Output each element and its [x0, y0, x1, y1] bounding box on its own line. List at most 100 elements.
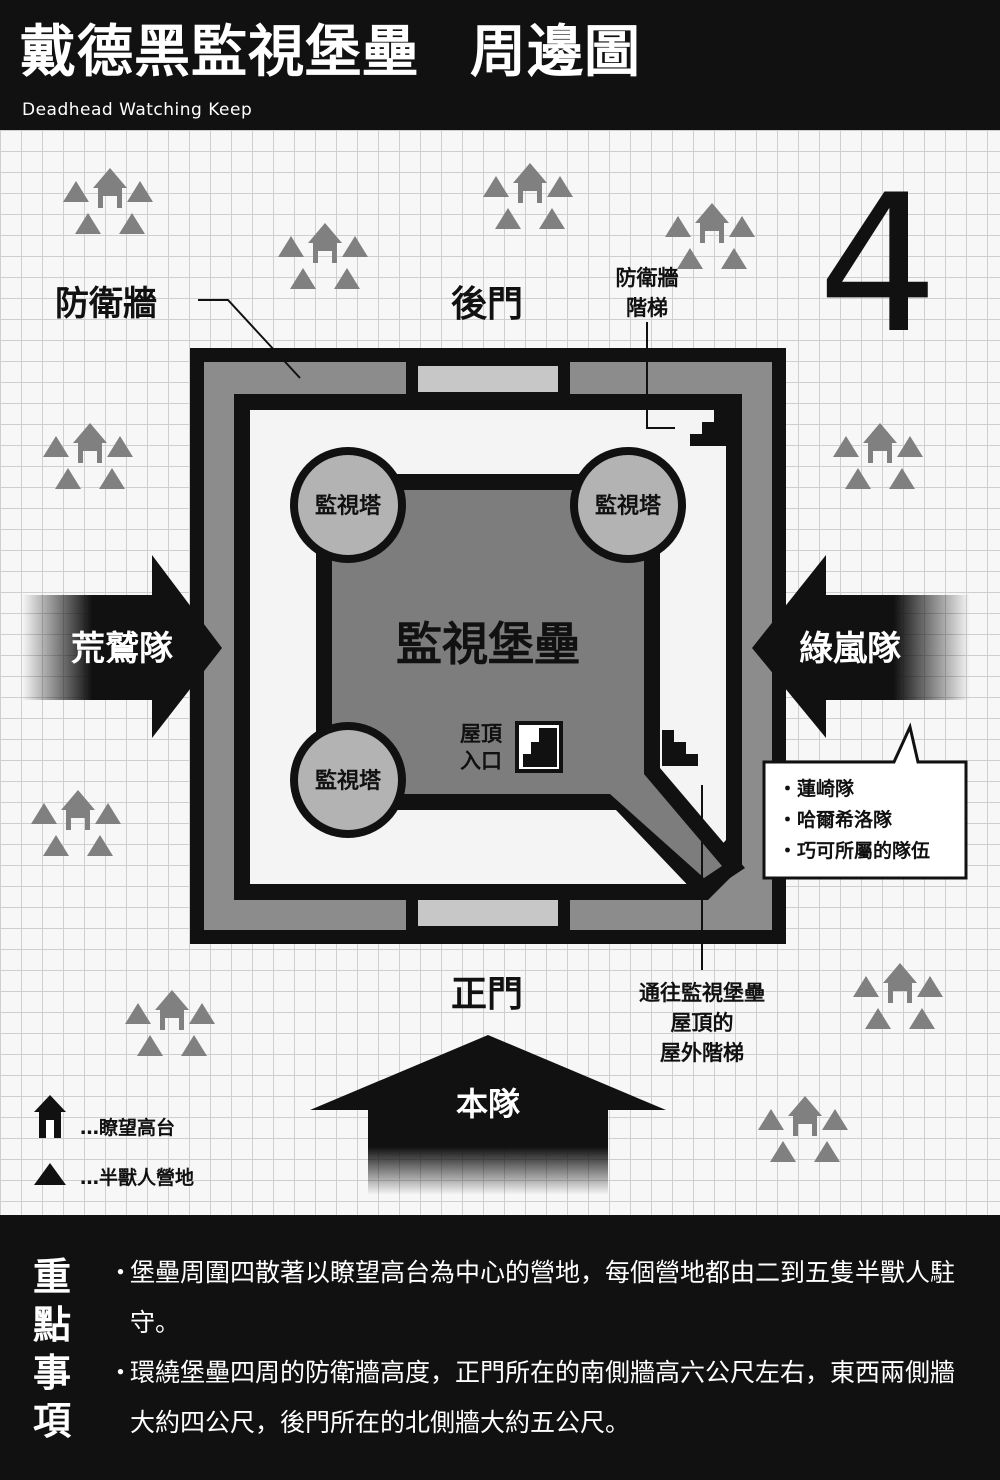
camp-triangle-icon [278, 236, 304, 257]
back-gate [418, 366, 558, 392]
east-team-label: 綠嵐隊 [799, 629, 901, 669]
camp-triangle-icon [814, 1141, 840, 1162]
orc-camps [31, 163, 943, 1162]
tower-sw-label: 監視塔 [315, 769, 382, 794]
camp-triangle-icon [495, 208, 521, 229]
camp-triangle-icon [909, 1008, 935, 1029]
wall-stairs-label-2: 階梯 [626, 296, 668, 320]
tower-ne-label: 監視塔 [595, 494, 662, 519]
map-drawing: 4 [22, 154, 970, 1195]
orc-camp [833, 423, 923, 489]
west-team-label: 荒鷲隊 [71, 629, 173, 669]
roof-entry-label-2: 入口 [460, 749, 502, 773]
watchtower-icon [788, 1096, 822, 1136]
orc-camp [665, 203, 755, 269]
camp-triangle-icon [853, 976, 879, 997]
map-subtitle: 周邊圖 [470, 20, 641, 85]
camp-triangle-icon [125, 1003, 151, 1024]
camp-triangle-icon [334, 268, 360, 289]
camp-triangle-icon [99, 468, 125, 489]
camp-triangle-icon [31, 803, 57, 824]
callout-item-1: ・蓮崎隊 [778, 777, 855, 800]
keep-building [332, 490, 722, 878]
wall-stairs-leader [646, 322, 675, 429]
map-area: 4 [0, 130, 1000, 1215]
orc-camp [63, 168, 153, 234]
callout-box [762, 722, 968, 880]
key-points-heading-char: 重 [32, 1254, 71, 1299]
camp-triangle-icon [865, 1008, 891, 1029]
main-gate-label: 正門 [451, 974, 523, 1015]
main-gate [418, 900, 558, 926]
legend-watchtower-label: …瞭望高台 [80, 1116, 175, 1139]
watchtower-icon [863, 423, 897, 463]
camp-triangle-icon [758, 1109, 784, 1130]
east-team-arrow [752, 555, 970, 738]
camp-triangle-icon [107, 436, 133, 457]
camp-triangle-icon [721, 248, 747, 269]
tower-ne [578, 455, 678, 555]
key-points-heading-char: 事 [32, 1350, 71, 1395]
watchtower-icon [883, 963, 917, 1003]
watchtower-icon [695, 203, 729, 243]
wall-stairs [690, 410, 726, 446]
legend-watchtower-icon [34, 1095, 66, 1138]
camp-triangle-icon [729, 216, 755, 237]
camp-triangle-icon [290, 268, 316, 289]
wall-stairs-label-1: 防衛牆 [616, 266, 679, 290]
camp-triangle-icon [483, 176, 509, 197]
camp-triangle-icon [665, 216, 691, 237]
camp-triangle-icon [189, 1003, 215, 1024]
key-points-panel: 重 點 事 項 ・ 堡壘周圍四散著以瞭望高台為中心的營地，每個營地都由二到五隻半… [0, 1215, 1000, 1480]
camp-triangle-icon [63, 181, 89, 202]
camp-triangle-icon [539, 208, 565, 229]
north-symbol: 4 [818, 154, 939, 375]
watchtower-icon [93, 168, 127, 208]
roof-entry-icon [515, 721, 563, 773]
camp-triangle-icon [127, 181, 153, 202]
west-team-arrow [22, 555, 222, 738]
defense-wall-leader [198, 299, 301, 379]
key-point-text: 堡壘周圍四散著以瞭望高台為中心的營地，每個營地都由二到五隻半獸人駐守。 [130, 1258, 956, 1337]
bullet: ・ [108, 1258, 134, 1287]
outer-stairs-label-1: 通往監視堡壘 [639, 981, 765, 1005]
key-point-text: 環繞堡壘四周的防衛牆高度，正門所在的南側牆高六公尺左右，東西兩側牆大約四公尺，後… [130, 1358, 956, 1437]
key-point-1: ・ 堡壘周圍四散著以瞭望高台為中心的營地，每個營地都由二到五隻半獸人駐守。 [108, 1248, 968, 1348]
watchtower-icon [155, 990, 189, 1030]
orc-camp [758, 1096, 848, 1162]
outer-stairs-label-3: 屋外階梯 [660, 1041, 744, 1065]
watchtower-icon [513, 163, 547, 203]
watchtower-icon [308, 223, 342, 263]
defense-wall-label: 防衛牆 [55, 284, 157, 324]
camp-triangle-icon [87, 835, 113, 856]
watchtower-icon [73, 423, 107, 463]
camp-triangle-icon [181, 1035, 207, 1056]
legend-camp-icon [34, 1163, 66, 1185]
map-title: 戴德黑監視堡壘 [20, 20, 419, 85]
tower-nw-label: 監視塔 [315, 494, 382, 519]
camp-triangle-icon [889, 468, 915, 489]
south-team-arrow [310, 1035, 666, 1195]
camp-triangle-icon [119, 213, 145, 234]
keep-label: 監視堡壘 [396, 617, 580, 671]
orc-camp [278, 223, 368, 289]
legend: …瞭望高台 …半獸人營地 [34, 1095, 194, 1189]
camp-triangle-icon [75, 213, 101, 234]
tower-sw [298, 730, 398, 830]
header-bar: 戴德黑監視堡壘 周邊圖 Deadhead Watching Keep [0, 0, 1000, 130]
camp-triangle-icon [43, 835, 69, 856]
watchtower-icon [61, 790, 95, 830]
map-english-title: Deadhead Watching Keep [22, 100, 253, 120]
orc-camp [43, 423, 133, 489]
bullet: ・ [108, 1358, 134, 1387]
orc-camp [125, 990, 215, 1056]
camp-triangle-icon [43, 436, 69, 457]
camp-triangle-icon [917, 976, 943, 997]
outer-stairs-label-2: 屋頂的 [671, 1011, 734, 1035]
camp-triangle-icon [55, 468, 81, 489]
camp-triangle-icon [822, 1109, 848, 1130]
camp-triangle-icon [897, 436, 923, 457]
callout-item-2: ・哈爾希洛隊 [778, 808, 893, 831]
orc-camp [853, 963, 943, 1029]
